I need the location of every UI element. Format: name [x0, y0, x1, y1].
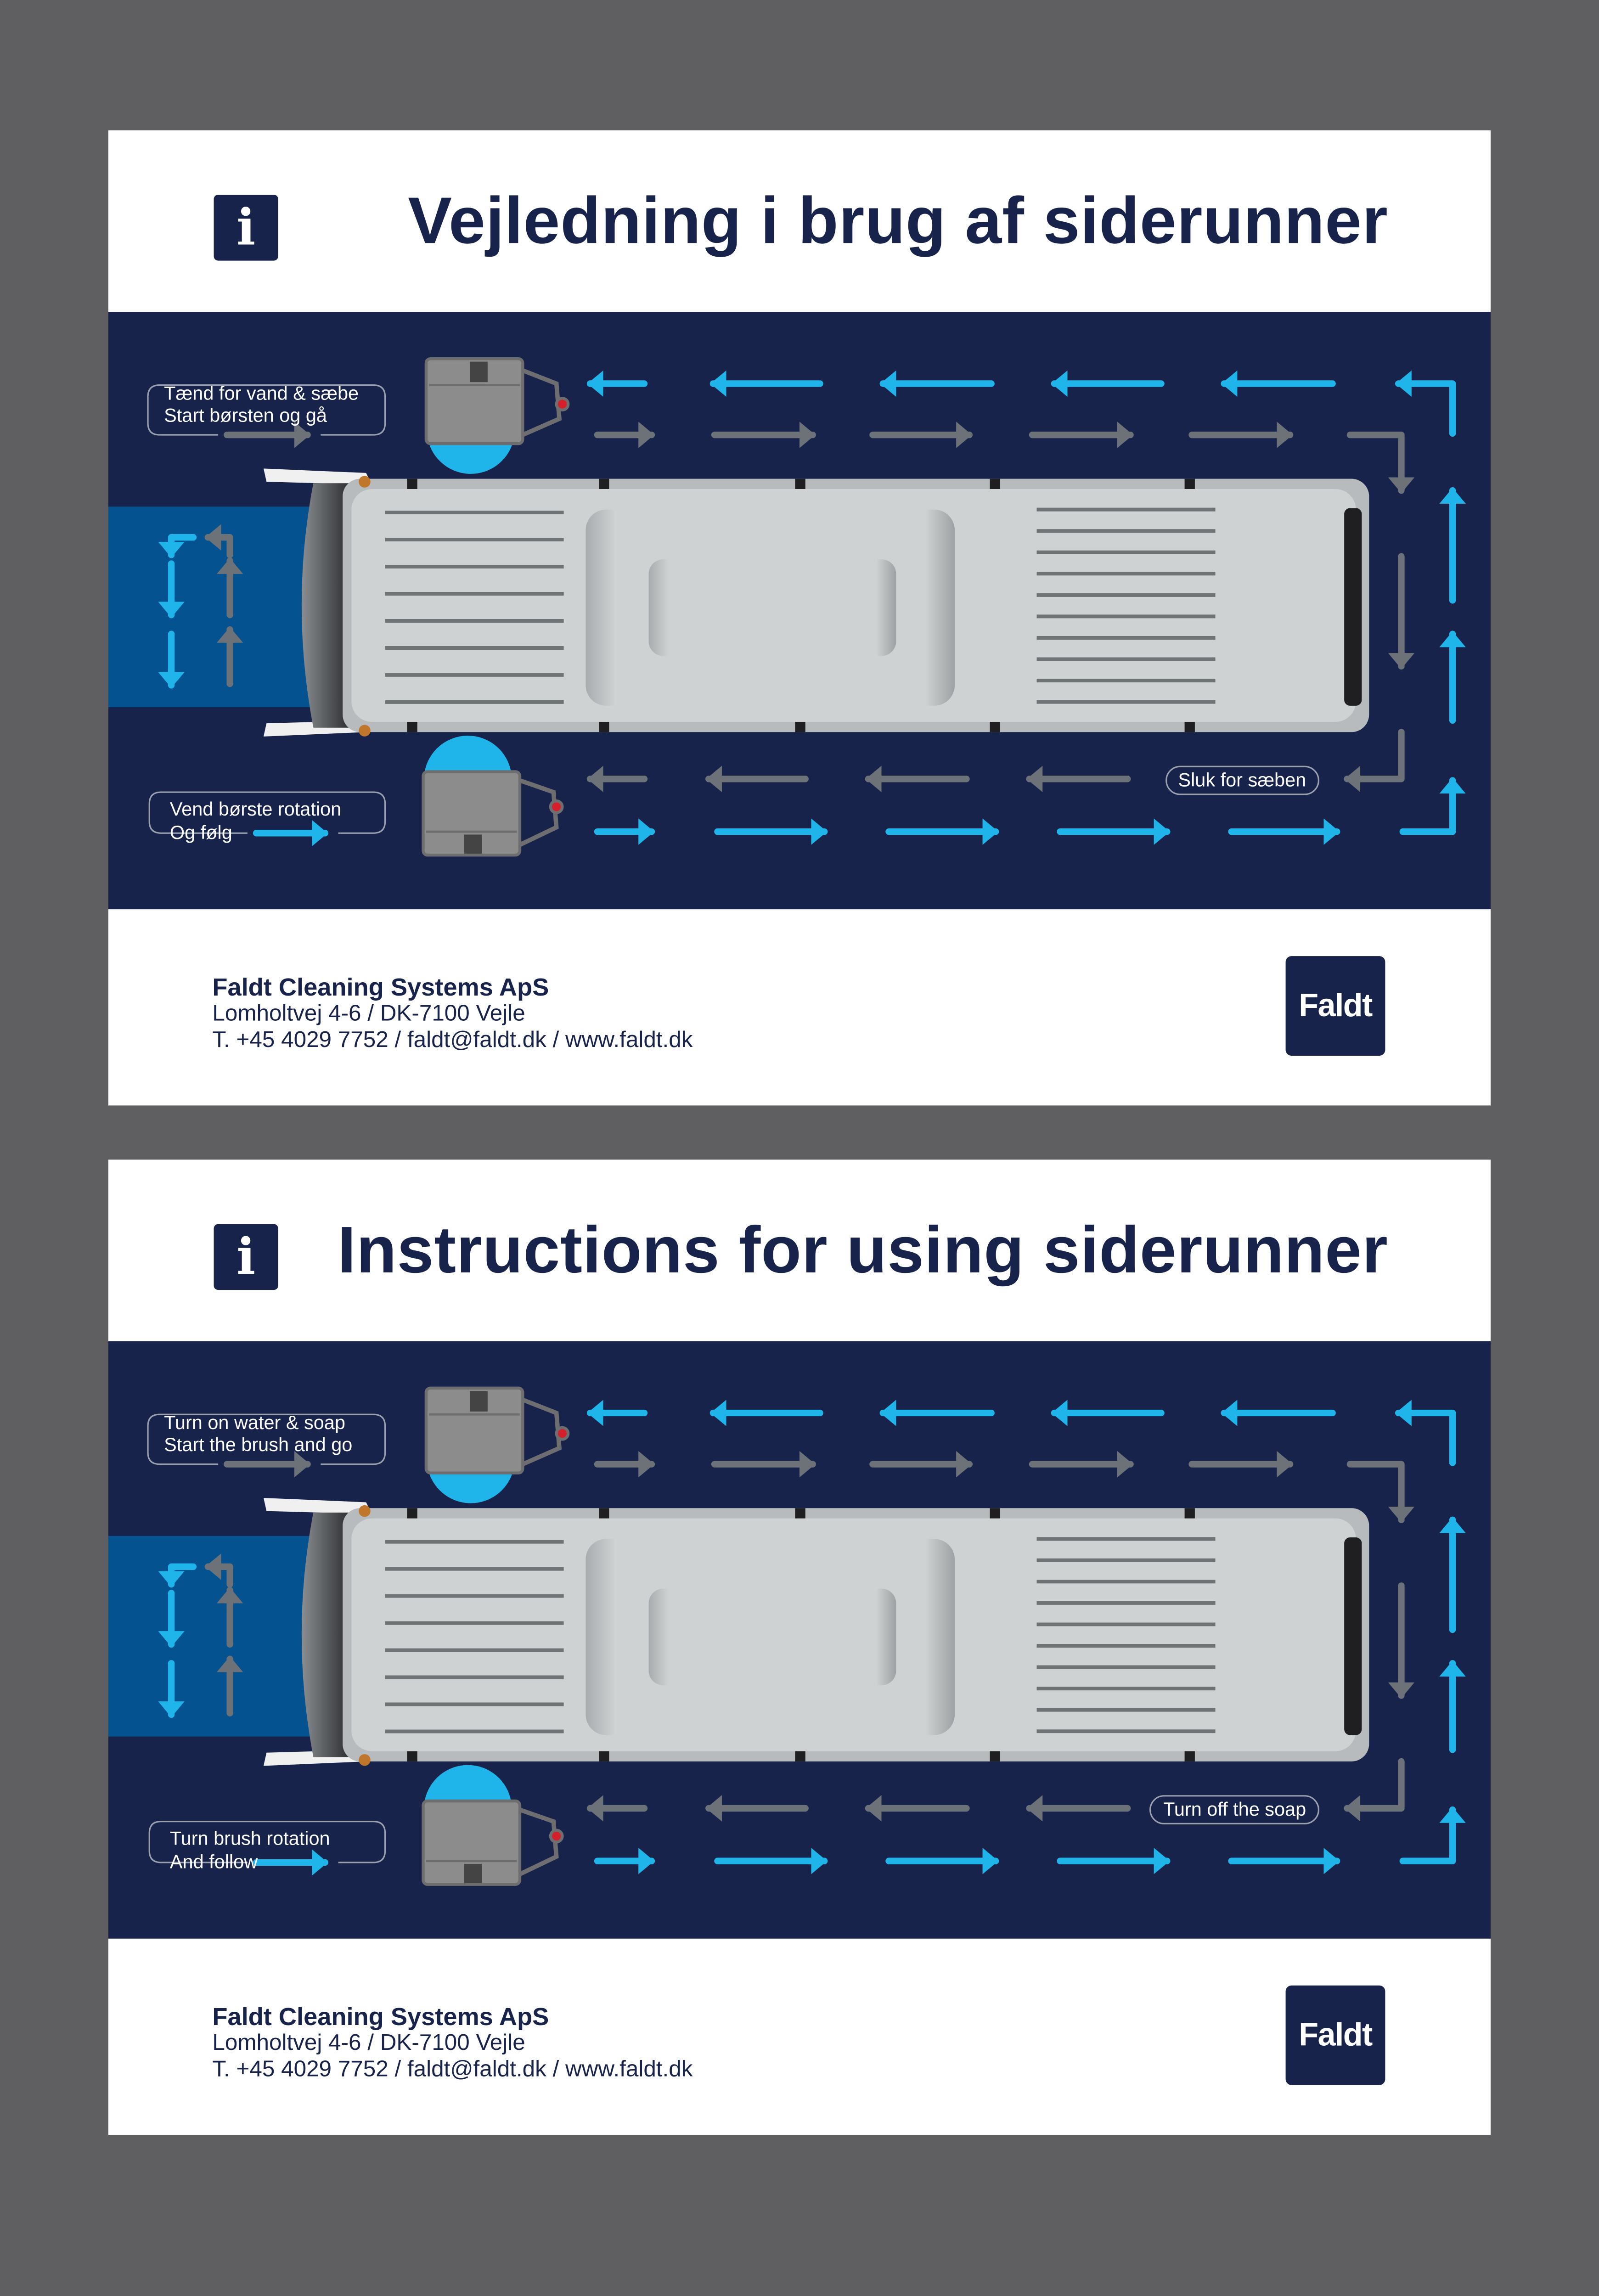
- brush-bottom: [424, 736, 511, 772]
- company-contact: T. +45 4029 7752 / faldt@faldt.dk / www.…: [212, 1028, 693, 1053]
- card-header: i Instructions for using siderunner: [108, 1159, 1491, 1341]
- instruction-card: i Vejledning i brug af siderunner: [108, 130, 1491, 1106]
- brush-top: [429, 1473, 513, 1503]
- bus-top-view: [263, 1497, 1369, 1766]
- soap-off-pill: Turn off the soap: [1150, 1795, 1319, 1824]
- grey-direction-arrow-icon: [1346, 1461, 1415, 1523]
- indicator-light: [359, 1754, 371, 1766]
- grey-direction-arrow-icon: [1344, 729, 1405, 793]
- bus-wash-diagram: [108, 1386, 1466, 1886]
- card-header: i Vejledning i brug af siderunner: [108, 130, 1491, 312]
- roof-hatch: [648, 1588, 896, 1686]
- company-address: Lomholtvej 4-6 / DK-7100 Vejle: [212, 2031, 525, 2056]
- return-label-frame: [148, 1821, 386, 1863]
- brush-bottom: [424, 1765, 511, 1801]
- indicator-light: [359, 476, 371, 488]
- bus-wash-diagram: [108, 357, 1466, 857]
- return-instruction-label: Turn brush rotation And follow: [170, 1827, 330, 1874]
- rear-window: [1344, 508, 1362, 706]
- siderunner-machine-bottom: [422, 1765, 564, 1886]
- blue-direction-arrow-icon: [158, 534, 197, 558]
- grey-direction-arrow-icon: [204, 524, 233, 558]
- start-instruction-line1: Tænd for vand & sæbe: [164, 382, 359, 405]
- return-instruction-line1: Turn brush rotation: [169, 1827, 330, 1850]
- blue-direction-arrow-icon: [1399, 777, 1466, 835]
- indicator-light: [359, 725, 371, 737]
- start-instruction-label: Tænd for vand & sæbe Start børsten og gå: [164, 382, 359, 426]
- card-footer: Faldt Cleaning Systems ApS Lomholtvej 4-…: [108, 1939, 1491, 2135]
- blue-direction-arrow-icon: [158, 1563, 197, 1588]
- company-contact: T. +45 4029 7752 / faldt@faldt.dk / www.…: [212, 2057, 693, 2082]
- start-label-frame: [147, 384, 386, 436]
- blue-direction-arrow-icon: [1395, 370, 1456, 437]
- instruction-card: i Instructions for using siderunner: [108, 1159, 1491, 2135]
- brush-top: [429, 444, 513, 474]
- company-name: Faldt Cleaning Systems ApS: [212, 2003, 549, 2031]
- start-instruction-label: Turn on water & soap Start the brush and…: [164, 1412, 352, 1456]
- card-title: Instructions for using siderunner: [338, 1212, 1388, 1287]
- company-address: Lomholtvej 4-6 / DK-7100 Vejle: [212, 1002, 525, 1027]
- illustration-band: Tænd for vand & sæbe Start børsten og gå…: [108, 312, 1491, 910]
- start-instruction-line2: Start the brush and go: [164, 1433, 353, 1456]
- return-instruction-line2: And follow: [169, 1851, 258, 1873]
- grey-direction-arrow-icon: [1346, 431, 1415, 494]
- mirror-top: [263, 468, 372, 485]
- illustration-band: Turn on water & soap Start the brush and…: [108, 1341, 1491, 1939]
- card-footer: Faldt Cleaning Systems ApS Lomholtvej 4-…: [108, 909, 1491, 1105]
- info-icon: i: [214, 195, 278, 261]
- siderunner-machine-top: [424, 1386, 570, 1503]
- mirror-top: [263, 1497, 372, 1514]
- card-title: Vejledning i brug af siderunner: [408, 183, 1388, 258]
- bus-top-view: [263, 468, 1369, 737]
- blue-direction-arrow-icon: [1395, 1400, 1456, 1466]
- start-label-frame: [147, 1413, 386, 1465]
- info-icon: i: [214, 1224, 278, 1290]
- faldt-logo: Faldt: [1285, 956, 1385, 1056]
- blue-direction-arrow-icon: [1399, 1806, 1466, 1864]
- start-instruction-line2: Start børsten og gå: [164, 404, 327, 426]
- grey-direction-arrow-icon: [204, 1553, 233, 1588]
- rear-window: [1344, 1537, 1362, 1735]
- soap-off-pill: Sluk for sæben: [1165, 765, 1319, 795]
- grey-direction-arrow-icon: [1344, 1758, 1405, 1822]
- indicator-light: [359, 1505, 371, 1517]
- siderunner-machine-bottom: [422, 736, 564, 857]
- return-instruction-line2: Og følg: [169, 821, 232, 844]
- faldt-logo: Faldt: [1285, 1985, 1385, 2085]
- return-label-frame: [148, 791, 386, 834]
- siderunner-machine-top: [424, 357, 570, 474]
- return-instruction-line1: Vend børste rotation: [169, 798, 342, 820]
- return-instruction-label: Vend børste rotation Og følg: [170, 798, 341, 845]
- company-name: Faldt Cleaning Systems ApS: [212, 974, 549, 1002]
- roof-hatch: [648, 559, 896, 656]
- start-instruction-line1: Turn on water & soap: [164, 1411, 345, 1434]
